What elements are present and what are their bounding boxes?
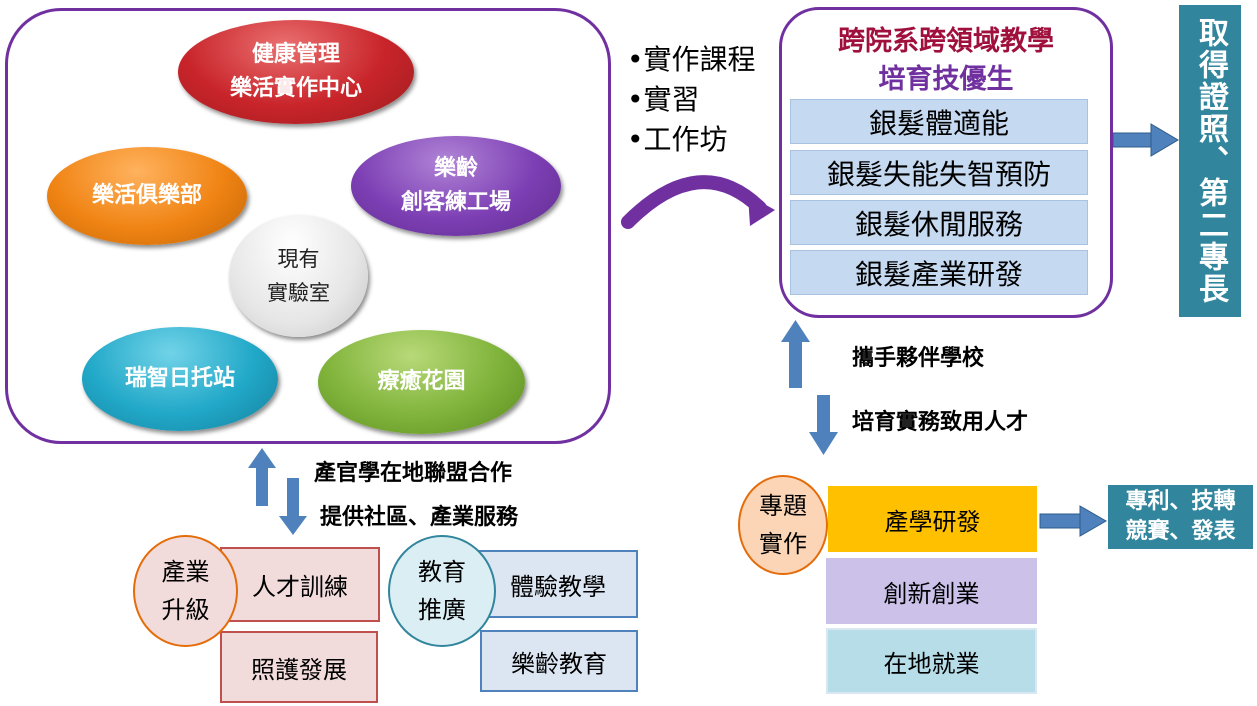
education-promotion-circle: 教育推廣 bbox=[388, 535, 496, 647]
course-item: 銀髮體適能 bbox=[790, 99, 1088, 144]
patent-box: 專利、技轉競賽、發表 bbox=[1108, 485, 1253, 549]
practice-item: •實習 bbox=[627, 83, 700, 116]
node-maker-workshop: 樂齡創客練工場 bbox=[351, 136, 561, 236]
practice-item: •工作坊 bbox=[627, 123, 728, 156]
down-arrow-right bbox=[809, 395, 838, 455]
project-practice-circle: 專題實作 bbox=[738, 475, 828, 575]
practice-item: •實作課程 bbox=[627, 43, 756, 76]
service-label: 提供社區、產業服務 bbox=[320, 505, 519, 530]
right-arrow-cert bbox=[1112, 123, 1179, 157]
alliance-label: 產官學在地聯盟合作 bbox=[314, 461, 513, 486]
cross-discipline-title: 跨院系跨領域教學 bbox=[838, 25, 1054, 57]
industry-research-box: 產學研發 bbox=[828, 486, 1037, 552]
right-arrow-patent bbox=[1039, 505, 1108, 537]
local-employment-box: 在地就業 bbox=[826, 628, 1037, 694]
practical-talent-label: 培育實務致用人才 bbox=[852, 410, 1029, 435]
course-item: 銀髮休閒服務 bbox=[790, 200, 1088, 245]
up-arrow-right bbox=[781, 320, 810, 388]
talent-title: 培育技優生 bbox=[878, 63, 1014, 95]
node-club: 樂活俱樂部 bbox=[47, 147, 247, 245]
node-health-management: 健康管理樂活實作中心 bbox=[178, 20, 414, 124]
node-garden: 療癒花園 bbox=[318, 330, 525, 434]
node-lab: 現有實驗室 bbox=[229, 215, 368, 337]
certification-box: 取得證照、第二專長 bbox=[1179, 5, 1241, 317]
curved-arrow-head bbox=[748, 195, 775, 226]
industry-upgrade-circle: 產業升級 bbox=[133, 535, 238, 647]
talent-training-box: 人才訓練 bbox=[220, 547, 380, 622]
innovation-box: 創新創業 bbox=[826, 558, 1037, 624]
practice-list: •實作課程 •實習 •工作坊 bbox=[627, 40, 777, 160]
care-development-box: 照護發展 bbox=[220, 631, 378, 703]
course-item: 銀髮失能失智預防 bbox=[790, 150, 1088, 195]
course-item: 銀髮產業研發 bbox=[790, 250, 1088, 295]
experience-teaching-box: 體驗教學 bbox=[478, 550, 638, 618]
down-arrow-left bbox=[279, 478, 307, 535]
senior-education-box: 樂齡教育 bbox=[480, 630, 638, 692]
up-arrow-left bbox=[248, 448, 276, 506]
curved-arrow bbox=[621, 175, 767, 229]
partner-school-label: 攜手夥伴學校 bbox=[852, 346, 985, 371]
node-daycare: 瑞智日托站 bbox=[82, 327, 278, 431]
